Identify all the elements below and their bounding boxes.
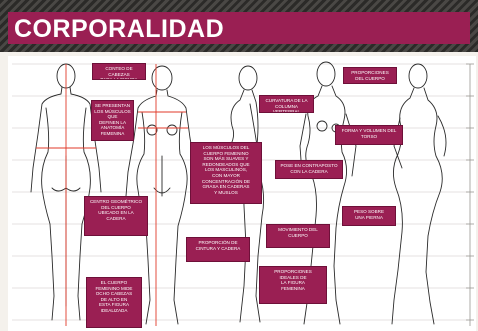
page-title: CORPORALIDAD [14, 15, 225, 43]
note-text: EL CUERPO FEMENINO MIDE OCHO CABEZAS DE … [95, 280, 133, 313]
note-text: SE PRESENTAN LOS MÚSCULOS QUE DEFINEN LA… [94, 103, 131, 136]
note-text: FORMA Y VOLUMEN DEL TORSO [341, 128, 397, 139]
note-contrapposto: POSE EN CONTRAPOSTO CON LA CADERA [275, 160, 343, 179]
note-text: CURVATURA DE LA COLUMNA VERTEBRAL [265, 98, 308, 113]
note-spine-curve: CURVATURA DE LA COLUMNA VERTEBRAL [259, 95, 314, 113]
note-torso-volume: FORMA Y VOLUMEN DEL TORSO [335, 125, 403, 145]
note-text: LOS MÚSCULOS DEL CUERPO FEMENINO SON MÁS… [201, 145, 251, 195]
note-body-movement: MOVIMIENTO DEL CUERPO [266, 224, 330, 248]
note-text: MOVIMIENTO DEL CUERPO [278, 227, 318, 238]
figure-front-view [125, 65, 199, 325]
note-text: CONTEO DE CABEZAS PARA LA FIGURA [100, 66, 138, 80]
note-waist-hip: PROPORCIÓN DE CINTURA Y CADERA [186, 237, 250, 262]
note-text: POSE EN CONTRAPOSTO CON LA CADERA [280, 163, 338, 174]
note-text: PESO SOBRE UNA PIERNA [353, 209, 385, 220]
note-text: PROPORCIÓN DE CINTURA Y CADERA [195, 240, 241, 251]
title-banner [0, 0, 478, 52]
note-text: PROPORCIONES IDEALES DE LA FIGURA FEMENI… [274, 269, 312, 291]
note-proportions: PROPORCIONES DEL CUERPO [343, 67, 397, 84]
note-female-muscles: LOS MÚSCULOS DEL CUERPO FEMENINO SON MÁS… [190, 142, 262, 204]
title-bar [8, 12, 470, 44]
note-weight-one-leg: PESO SOBRE UNA PIERNA [342, 206, 396, 226]
figure-contrapposto-view [391, 63, 447, 325]
note-geometric-center: CENTRO GEOMÉTRICO DEL CUERPO UBICADO EN … [84, 196, 148, 236]
note-eight-heads: EL CUERPO FEMENINO MIDE OCHO CABEZAS DE … [86, 277, 142, 328]
note-text: CENTRO GEOMÉTRICO DEL CUERPO UBICADO EN … [89, 199, 143, 221]
note-ideal-proportions: PROPORCIONES IDEALES DE LA FIGURA FEMENI… [259, 266, 327, 304]
scale-ruler [466, 63, 474, 326]
note-muscles: SE PRESENTAN LOS MÚSCULOS QUE DEFINEN LA… [91, 100, 134, 141]
note-text: PROPORCIONES DEL CUERPO [351, 70, 389, 81]
note-head-count: CONTEO DE CABEZAS PARA LA FIGURA [92, 63, 146, 80]
red-guide-lines [36, 64, 188, 326]
